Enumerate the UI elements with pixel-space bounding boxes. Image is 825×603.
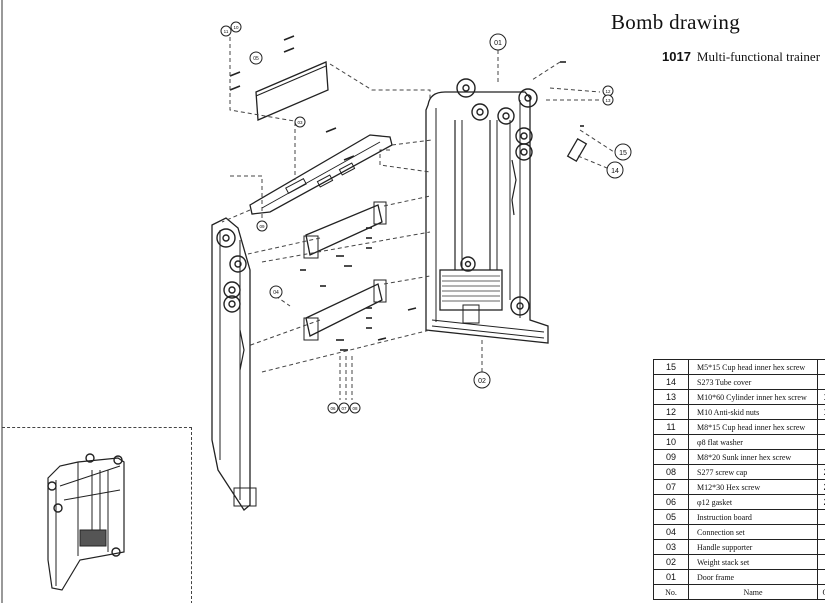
bom-header-name: Name <box>688 584 818 600</box>
callout-01: 01 <box>494 40 502 47</box>
inset-frame <box>2 427 192 603</box>
bom-row-number: 05 <box>653 509 689 525</box>
bom-row-qty: 20 <box>817 479 825 495</box>
bom-header-qty: Qty <box>817 584 825 600</box>
callout-10: 10 <box>233 25 239 30</box>
bom-row-qty: 6 <box>817 419 825 435</box>
bom-row-name: M5*15 Cup head inner hex screw <box>688 359 818 375</box>
connection-set-lower-part <box>303 279 387 341</box>
bom-row-qty: 2 <box>817 554 825 570</box>
bom-row-name: M8*15 Cup head inner hex screw <box>688 419 818 435</box>
bom-row-qty: 6 <box>817 434 825 450</box>
assembled-view-inset <box>47 453 125 591</box>
callout-03: 03 <box>297 120 303 125</box>
bom-header-no: No. <box>653 584 689 600</box>
bom-row-number: 12 <box>653 404 689 420</box>
bom-row-number: 04 <box>653 524 689 540</box>
bom-row-name: Instruction board <box>688 509 818 525</box>
model-name: Multi-functional trainer <box>696 49 821 64</box>
callout-05: 05 <box>253 56 259 62</box>
bom-header-row: No.NameQty <box>653 584 825 600</box>
assembly-leader-lines <box>221 30 615 400</box>
bom-row-name: S273 Tube cover <box>688 374 818 390</box>
bom-row-qty: 8 <box>817 359 825 375</box>
bom-row-number: 11 <box>653 419 689 435</box>
bom-row-number: 03 <box>653 539 689 555</box>
connection-set-upper-part <box>303 201 387 259</box>
drawing-title: Bomb drawing <box>611 10 741 34</box>
bom-row-number: 08 <box>653 464 689 480</box>
callout-06: 06 <box>330 406 336 411</box>
instruction-board-part <box>255 61 329 121</box>
bom-row-name: Door frame <box>688 569 818 585</box>
bom-row-qty: 1 <box>817 509 825 525</box>
drawing-subtitle: 1017 Multi-functional trainer <box>662 49 820 65</box>
tube-cover-part <box>566 137 588 163</box>
fasteners <box>229 35 584 351</box>
bom-row-name: M8*20 Sunk inner hex screw <box>688 449 818 465</box>
callout-15: 15 <box>619 150 627 157</box>
callout-bubbles: 01 02 03 04 05 06 07 08 09 10 11 12 13 1… <box>220 21 632 414</box>
bom-row-qty: 2 <box>817 569 825 585</box>
callout-02: 02 <box>478 378 486 385</box>
bom-row-number: 01 <box>653 569 689 585</box>
bom-row-qty: 2 <box>817 524 825 540</box>
bom-row-name: Connection set <box>688 524 818 540</box>
bom-row-number: 06 <box>653 494 689 510</box>
model-number: 1017 <box>662 49 691 64</box>
bom-row-number: 15 <box>653 359 689 375</box>
bom-row-qty: 4 <box>817 449 825 465</box>
callout-04: 04 <box>273 290 279 296</box>
bom-row-name: Handle supporter <box>688 539 818 555</box>
bom-row-name: φ12 gasket <box>688 494 818 510</box>
right-door-frame-part <box>425 78 549 344</box>
callout-07: 07 <box>341 406 347 411</box>
bom-row-number: 09 <box>653 449 689 465</box>
callout-14: 14 <box>611 168 619 175</box>
bom-row-number: 10 <box>653 434 689 450</box>
bom-row-qty: 4 <box>817 374 825 390</box>
bom-row-name: M10*60 Cylinder inner hex screw <box>688 389 818 405</box>
bom-row-name: M10 Anti-skid nuts <box>688 404 818 420</box>
bom-row-name: φ8 flat washer <box>688 434 818 450</box>
callout-12: 12 <box>605 89 611 94</box>
callout-09: 09 <box>259 224 265 229</box>
bom-row-qty: 20 <box>817 464 825 480</box>
bom-row-number: 07 <box>653 479 689 495</box>
bom-row-name: Weight stack set <box>688 554 818 570</box>
bom-row-number: 02 <box>653 554 689 570</box>
bom-row-qty: 18 <box>817 404 825 420</box>
bom-row-name: S277 screw cap <box>688 464 818 480</box>
left-door-frame-part <box>211 217 257 511</box>
bom-row-qty: 18 <box>817 389 825 405</box>
bom-row-number: 14 <box>653 374 689 390</box>
handle-supporter-part <box>249 134 393 215</box>
bom-row-number: 13 <box>653 389 689 405</box>
callout-11: 11 <box>224 29 229 34</box>
bom-row-qty: 1 <box>817 539 825 555</box>
bom-row-qty: 20 <box>817 494 825 510</box>
callout-13: 13 <box>605 98 611 103</box>
callout-08: 08 <box>352 406 358 411</box>
bom-row-name: M12*30 Hex screw <box>688 479 818 495</box>
